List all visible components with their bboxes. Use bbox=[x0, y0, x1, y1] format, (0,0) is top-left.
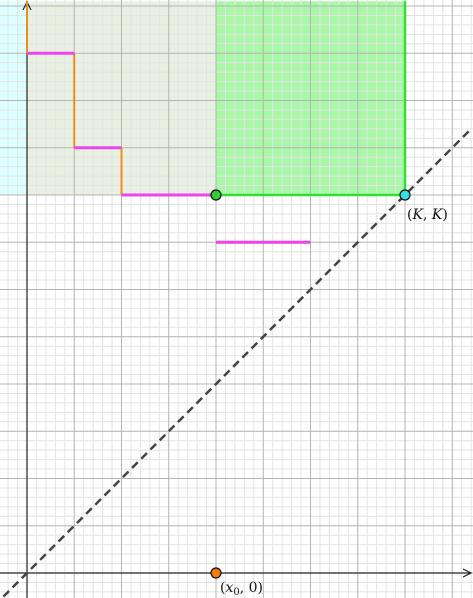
junction-point bbox=[210, 189, 222, 201]
kk-point bbox=[399, 189, 411, 201]
x0-point bbox=[210, 567, 222, 579]
x0-point-label: (x0, 0) bbox=[220, 580, 263, 598]
cyan-region bbox=[0, 1, 27, 196]
kk-point-label: (K, K) bbox=[407, 207, 448, 223]
diagonal-dashed-line bbox=[2, 127, 473, 598]
